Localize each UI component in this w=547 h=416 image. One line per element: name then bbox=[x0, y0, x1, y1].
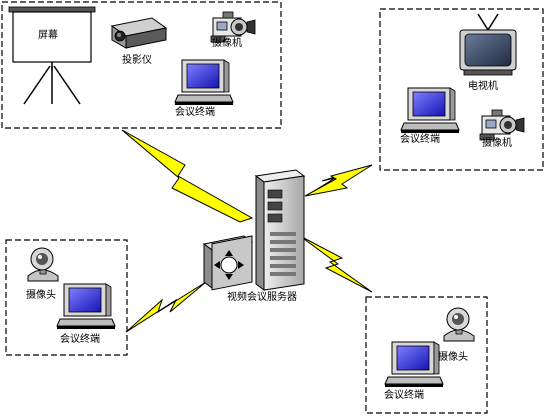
terminal-br-label: 会议终端 bbox=[384, 388, 424, 401]
terminal-bl-label: 会议终端 bbox=[60, 332, 100, 345]
site-bottom-right-frame bbox=[365, 296, 488, 414]
webcam-icon bbox=[443, 307, 475, 342]
router-icon bbox=[202, 235, 254, 291]
lightning-link-icon bbox=[299, 235, 373, 293]
video-camera-icon bbox=[479, 109, 525, 141]
screen-label: 屏幕 bbox=[38, 28, 58, 41]
webcam-icon bbox=[27, 247, 59, 282]
projection-screen-icon bbox=[8, 6, 96, 105]
tv-icon bbox=[459, 13, 517, 76]
webcam-bl-label: 摄像头 bbox=[26, 288, 56, 301]
lightning-link-icon bbox=[125, 281, 207, 333]
terminal-tr-label: 会议终端 bbox=[400, 132, 440, 145]
camera-tr-label: 摄像机 bbox=[482, 136, 512, 149]
site-bottom-left-frame bbox=[5, 239, 128, 356]
site-top-left-frame bbox=[1, 1, 282, 129]
server-label: 视频会议服务器 bbox=[227, 290, 297, 303]
lightning-link-icon bbox=[121, 129, 254, 223]
monitor-icon bbox=[400, 87, 460, 134]
projector-label: 投影仪 bbox=[122, 53, 152, 66]
monitor-icon bbox=[384, 341, 444, 388]
projector-icon bbox=[110, 17, 168, 49]
tv-label: 电视机 bbox=[468, 79, 498, 92]
lightning-link-icon bbox=[304, 164, 373, 197]
terminal-tl-label: 会议终端 bbox=[175, 105, 215, 118]
server-icon bbox=[254, 169, 306, 291]
camera-tl-label: 摄像机 bbox=[212, 36, 242, 49]
webcam-br-label: 摄像头 bbox=[438, 350, 468, 363]
monitor-icon bbox=[56, 283, 116, 330]
site-top-right-frame bbox=[379, 8, 544, 171]
monitor-icon bbox=[174, 59, 234, 106]
